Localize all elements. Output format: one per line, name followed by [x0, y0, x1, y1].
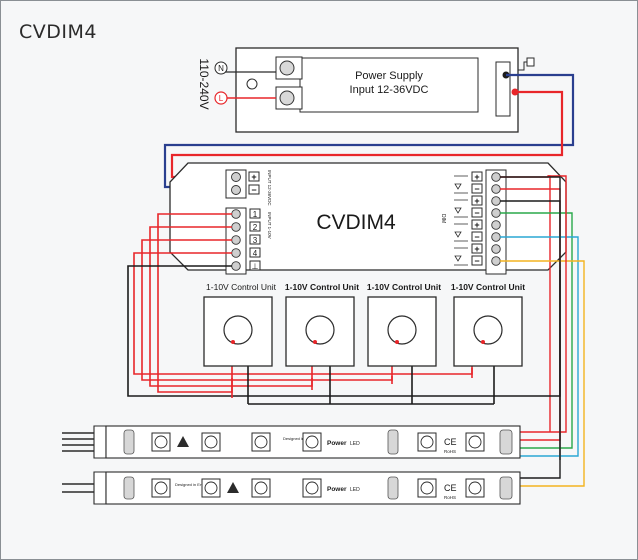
mains-voltage-label: 110-240V — [197, 58, 211, 109]
led-strip-single: Designed in England Power LED CE RoHS — [62, 471, 521, 505]
control-unit-2-label: 1-10V Control Unit — [285, 282, 359, 292]
control-unit-2 — [285, 296, 355, 367]
strip-2-solder-pad-right — [499, 476, 513, 500]
led-strip-rgbw: Designed in England Power LED CE RoHS — [62, 425, 521, 459]
strip-2-rohs: RoHS — [444, 495, 456, 500]
strip-1-connector — [93, 425, 107, 459]
live-terminal-screw — [279, 90, 295, 106]
strip-2-connector — [93, 471, 107, 505]
strip-1-solder-pad-right — [499, 429, 513, 455]
control-unit-1-indicator — [231, 340, 235, 344]
strip-1-esd-icon — [177, 436, 189, 447]
channel-3-wire — [500, 236, 579, 457]
mounting-tab — [518, 61, 528, 71]
dc-output-terminal — [495, 61, 511, 117]
power-supply-line2: Input 12-36VDC — [350, 84, 429, 96]
control-unit-2-indicator — [313, 340, 317, 344]
page-title: CVDIM4 — [19, 21, 97, 43]
strip-1-solder-pad-mid — [387, 429, 399, 455]
neutral-symbol: N — [218, 64, 224, 73]
live-symbol: L — [219, 94, 224, 103]
control-unit-1-knob[interactable] — [223, 315, 253, 345]
output-minus-3: − — [474, 232, 479, 242]
channel-number-2: 2 — [253, 223, 258, 232]
control-unit-3-label: 1-10V Control Unit — [367, 282, 441, 292]
controller-body — [169, 162, 567, 271]
strip-1-rohs: RoHS — [444, 449, 456, 454]
output-plus-4: + — [474, 244, 479, 254]
control-unit-1-label: 1-10V Control Unit — [206, 282, 277, 292]
strip-2-solder-pad-mid — [387, 476, 399, 500]
output-minus-4: − — [474, 256, 479, 266]
live-symbol-circle — [214, 91, 228, 105]
output-plus-2: + — [474, 196, 479, 206]
input-plus-symbol: + — [251, 172, 256, 182]
output-minus-2: − — [474, 208, 479, 218]
ground-symbol: ⊥ — [252, 262, 259, 271]
strip-1-designed-in: Designed in England — [283, 436, 320, 441]
channel-number-1: 1 — [253, 210, 258, 219]
control-input-wires — [127, 213, 561, 405]
output-plus-3: + — [474, 220, 479, 230]
output-block-label: DIM — [440, 214, 446, 223]
output-plus-1: + — [474, 172, 479, 182]
strip-1-ce-mark: CE — [444, 437, 457, 447]
output-led-symbols — [454, 175, 468, 266]
earth-symbol — [246, 78, 258, 90]
neutral-symbol-circle — [214, 61, 228, 75]
control-unit-4-indicator — [481, 340, 485, 344]
control-unit-4-label: 1-10V Control Unit — [451, 282, 525, 292]
control-unit-4-knob[interactable] — [473, 315, 503, 345]
output-terminal-screws — [491, 172, 501, 266]
control-unit-3-indicator — [395, 340, 399, 344]
power-supply-line1: Power Supply — [355, 70, 423, 82]
output-minus-1: − — [474, 184, 479, 194]
strip-2-esd-icon — [227, 482, 239, 493]
channel-4-wire — [500, 260, 585, 487]
channel-number-3: 3 — [253, 236, 258, 245]
strip-2-brand: Power — [327, 486, 347, 493]
power-input-label: INPUT 12-36VDC — [267, 170, 272, 206]
channel-2-wire — [500, 212, 573, 449]
output-polarity-marks: + − + − + − + − — [471, 171, 483, 266]
control-unit-2-knob[interactable] — [305, 315, 335, 345]
strip-2-brand-suffix: LED — [350, 487, 360, 493]
channel-number-4: 4 — [253, 249, 258, 258]
control-units: 1-10V Control Unit 1-10V Control Unit 1-… — [203, 282, 525, 367]
power-supply-label-panel — [299, 57, 479, 113]
strip-1-brand-suffix: LED — [350, 441, 360, 447]
strip-2-solder-pad-left — [123, 476, 135, 500]
neutral-terminal-screw — [279, 60, 295, 76]
control-input-label: INPUT 1-10V — [267, 212, 272, 239]
power-supply: Power Supply Input 12-36VDC N L 110-240V — [197, 47, 535, 133]
control-unit-3-knob[interactable] — [387, 315, 417, 345]
strip-2-designed-in: Designed in England — [175, 482, 212, 487]
input-minus-symbol: − — [251, 185, 256, 195]
strip-1-brand: Power — [327, 440, 347, 447]
strip-1-solder-pad-left — [123, 429, 135, 455]
controller: CVDIM4 + − INPUT 12-36VDC 1 2 3 4 ⊥ INPU… — [169, 162, 567, 275]
controller-name: CVDIM4 — [316, 211, 396, 234]
power-input-terminal — [225, 169, 247, 199]
strip-2-ce-mark: CE — [444, 483, 457, 493]
